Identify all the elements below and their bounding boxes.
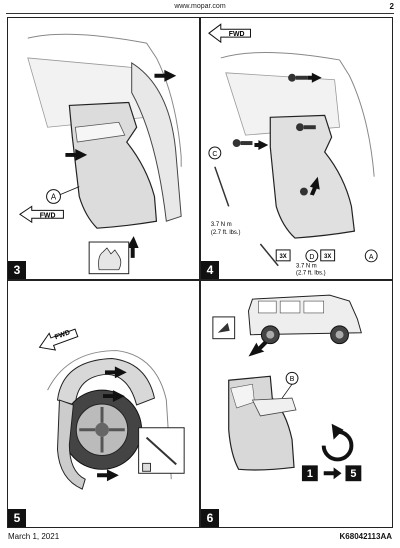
step-4-callout-a: A xyxy=(369,254,374,261)
step-4-callout-c: C xyxy=(212,151,217,158)
footer-doc-code: K68042113AA xyxy=(339,532,392,541)
step-4-illustration: FWD C D 3X A 3.7 N m (2.7 ft. lbs.) 3X xyxy=(208,23,378,277)
step-4-torque-value-2: 3.7 N m xyxy=(296,264,317,270)
footer-date: March 1, 2021 xyxy=(8,532,60,541)
step-4-torque-value-1: 3.7 N m xyxy=(211,222,232,228)
step-4-panel: FWD C D 3X A 3.7 N m (2.7 ft. lbs.) 3X xyxy=(200,17,393,280)
step-6-number: 6 xyxy=(201,509,219,527)
step-4-fwd-label: FWD xyxy=(229,31,245,38)
repeat-icon xyxy=(321,429,354,462)
step-3-number: 3 xyxy=(8,261,26,279)
page-footer: March 1, 2021 K68042113AA xyxy=(0,530,400,548)
step-6-panel: B 1 5 6 xyxy=(200,280,393,528)
step-3-panel: A FWD 3 xyxy=(7,17,200,280)
step-4-qty-label-d: 3X xyxy=(324,254,331,260)
page-header: www.mopar.com 2 xyxy=(0,0,400,16)
step-4-callout-d: D xyxy=(309,254,314,261)
vehicle-side-view xyxy=(248,294,362,336)
step-6-to-step: 5 xyxy=(350,468,356,480)
step-5-panel: FWD 5 xyxy=(7,280,200,528)
arrow-right-icon xyxy=(323,467,342,480)
page-number: 2 xyxy=(389,2,394,11)
step-3-fwd-label: FWD xyxy=(40,212,56,219)
step-3-callout-a: A xyxy=(51,192,57,201)
header-rule xyxy=(6,13,394,14)
step-5-illustration: FWD xyxy=(38,328,185,490)
step-4-torque-alt-2: (2.7 ft. lbs.) xyxy=(296,271,326,277)
header-url: www.mopar.com xyxy=(174,3,226,10)
step-5-fwd-label: FWD xyxy=(54,329,71,341)
step-6-illustration: B 1 5 xyxy=(212,294,362,482)
step-4-number: 4 xyxy=(201,261,219,279)
step-4-qty-label-c: 3X xyxy=(280,254,287,260)
step-6-from-step: 1 xyxy=(307,468,313,480)
step-4-torque-alt-1: (2.7 ft. lbs.) xyxy=(211,230,241,236)
step-3-illustration: A FWD xyxy=(18,33,182,275)
step-5-number: 5 xyxy=(8,509,26,527)
step-6-callout-b: B xyxy=(290,376,295,383)
